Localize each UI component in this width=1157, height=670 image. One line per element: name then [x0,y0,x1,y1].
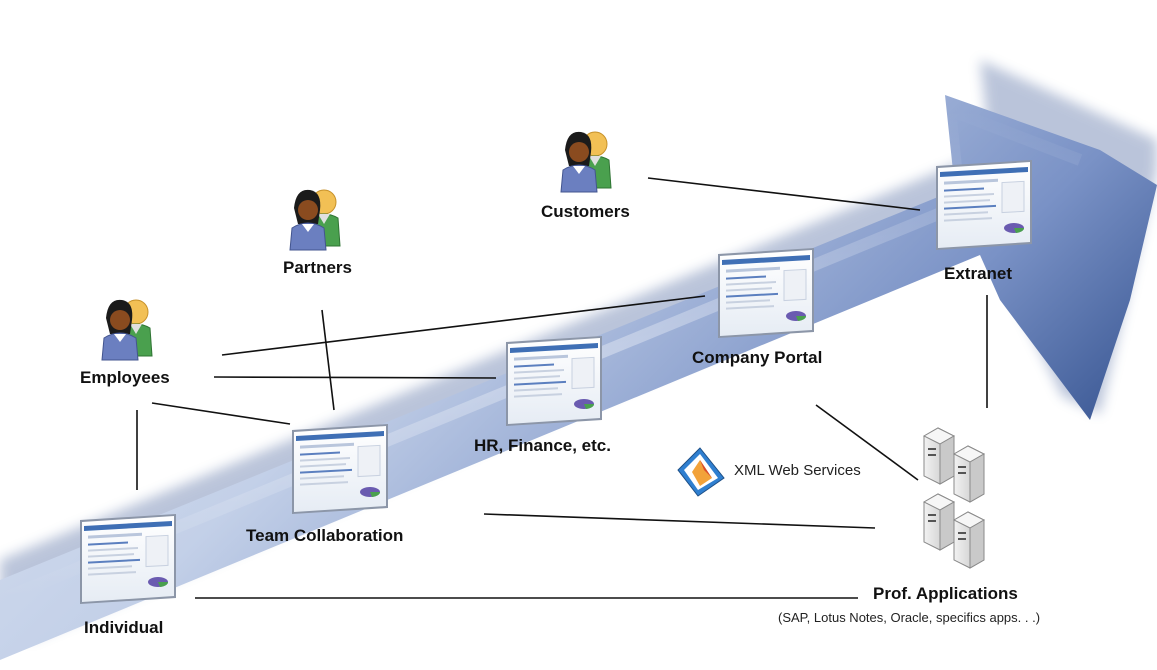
label-xml-web-services: XML Web Services [734,462,861,479]
portal-window-icon [935,159,1033,251]
label-hr-finance: HR, Finance, etc. [474,436,611,455]
people-group-icon [101,299,153,361]
label-extranet: Extranet [944,264,1013,283]
line-employees-team [151,402,291,425]
line-customers-extranet [647,177,921,211]
label-team-collaboration: Team Collaboration [246,526,404,545]
label-prof-applications-sub: (SAP, Lotus Notes, Oracle, specifics app… [778,610,1041,625]
line-portal-apps [815,404,919,481]
portal-window-icon [505,335,603,427]
server-stack-icon [923,427,985,569]
label-employees: Employees [80,368,170,387]
label-partners: Partners [283,258,352,277]
people-group-icon [560,131,612,193]
xml-web-services-icon [677,447,725,497]
line-team-apps [483,513,876,529]
line-employees-portal [221,295,706,356]
label-company-portal: Company Portal [692,348,823,367]
portal-window-icon [79,513,177,605]
portal-window-icon [717,247,815,339]
label-customers: Customers [541,202,630,221]
line-employees-hr [213,376,497,379]
portal-window-icon [291,423,389,515]
label-prof-applications: Prof. Applications [873,584,1018,603]
label-individual: Individual [84,618,164,637]
line-partners-team [321,309,335,411]
connection-lines [136,177,988,599]
people-group-icon [289,189,341,251]
